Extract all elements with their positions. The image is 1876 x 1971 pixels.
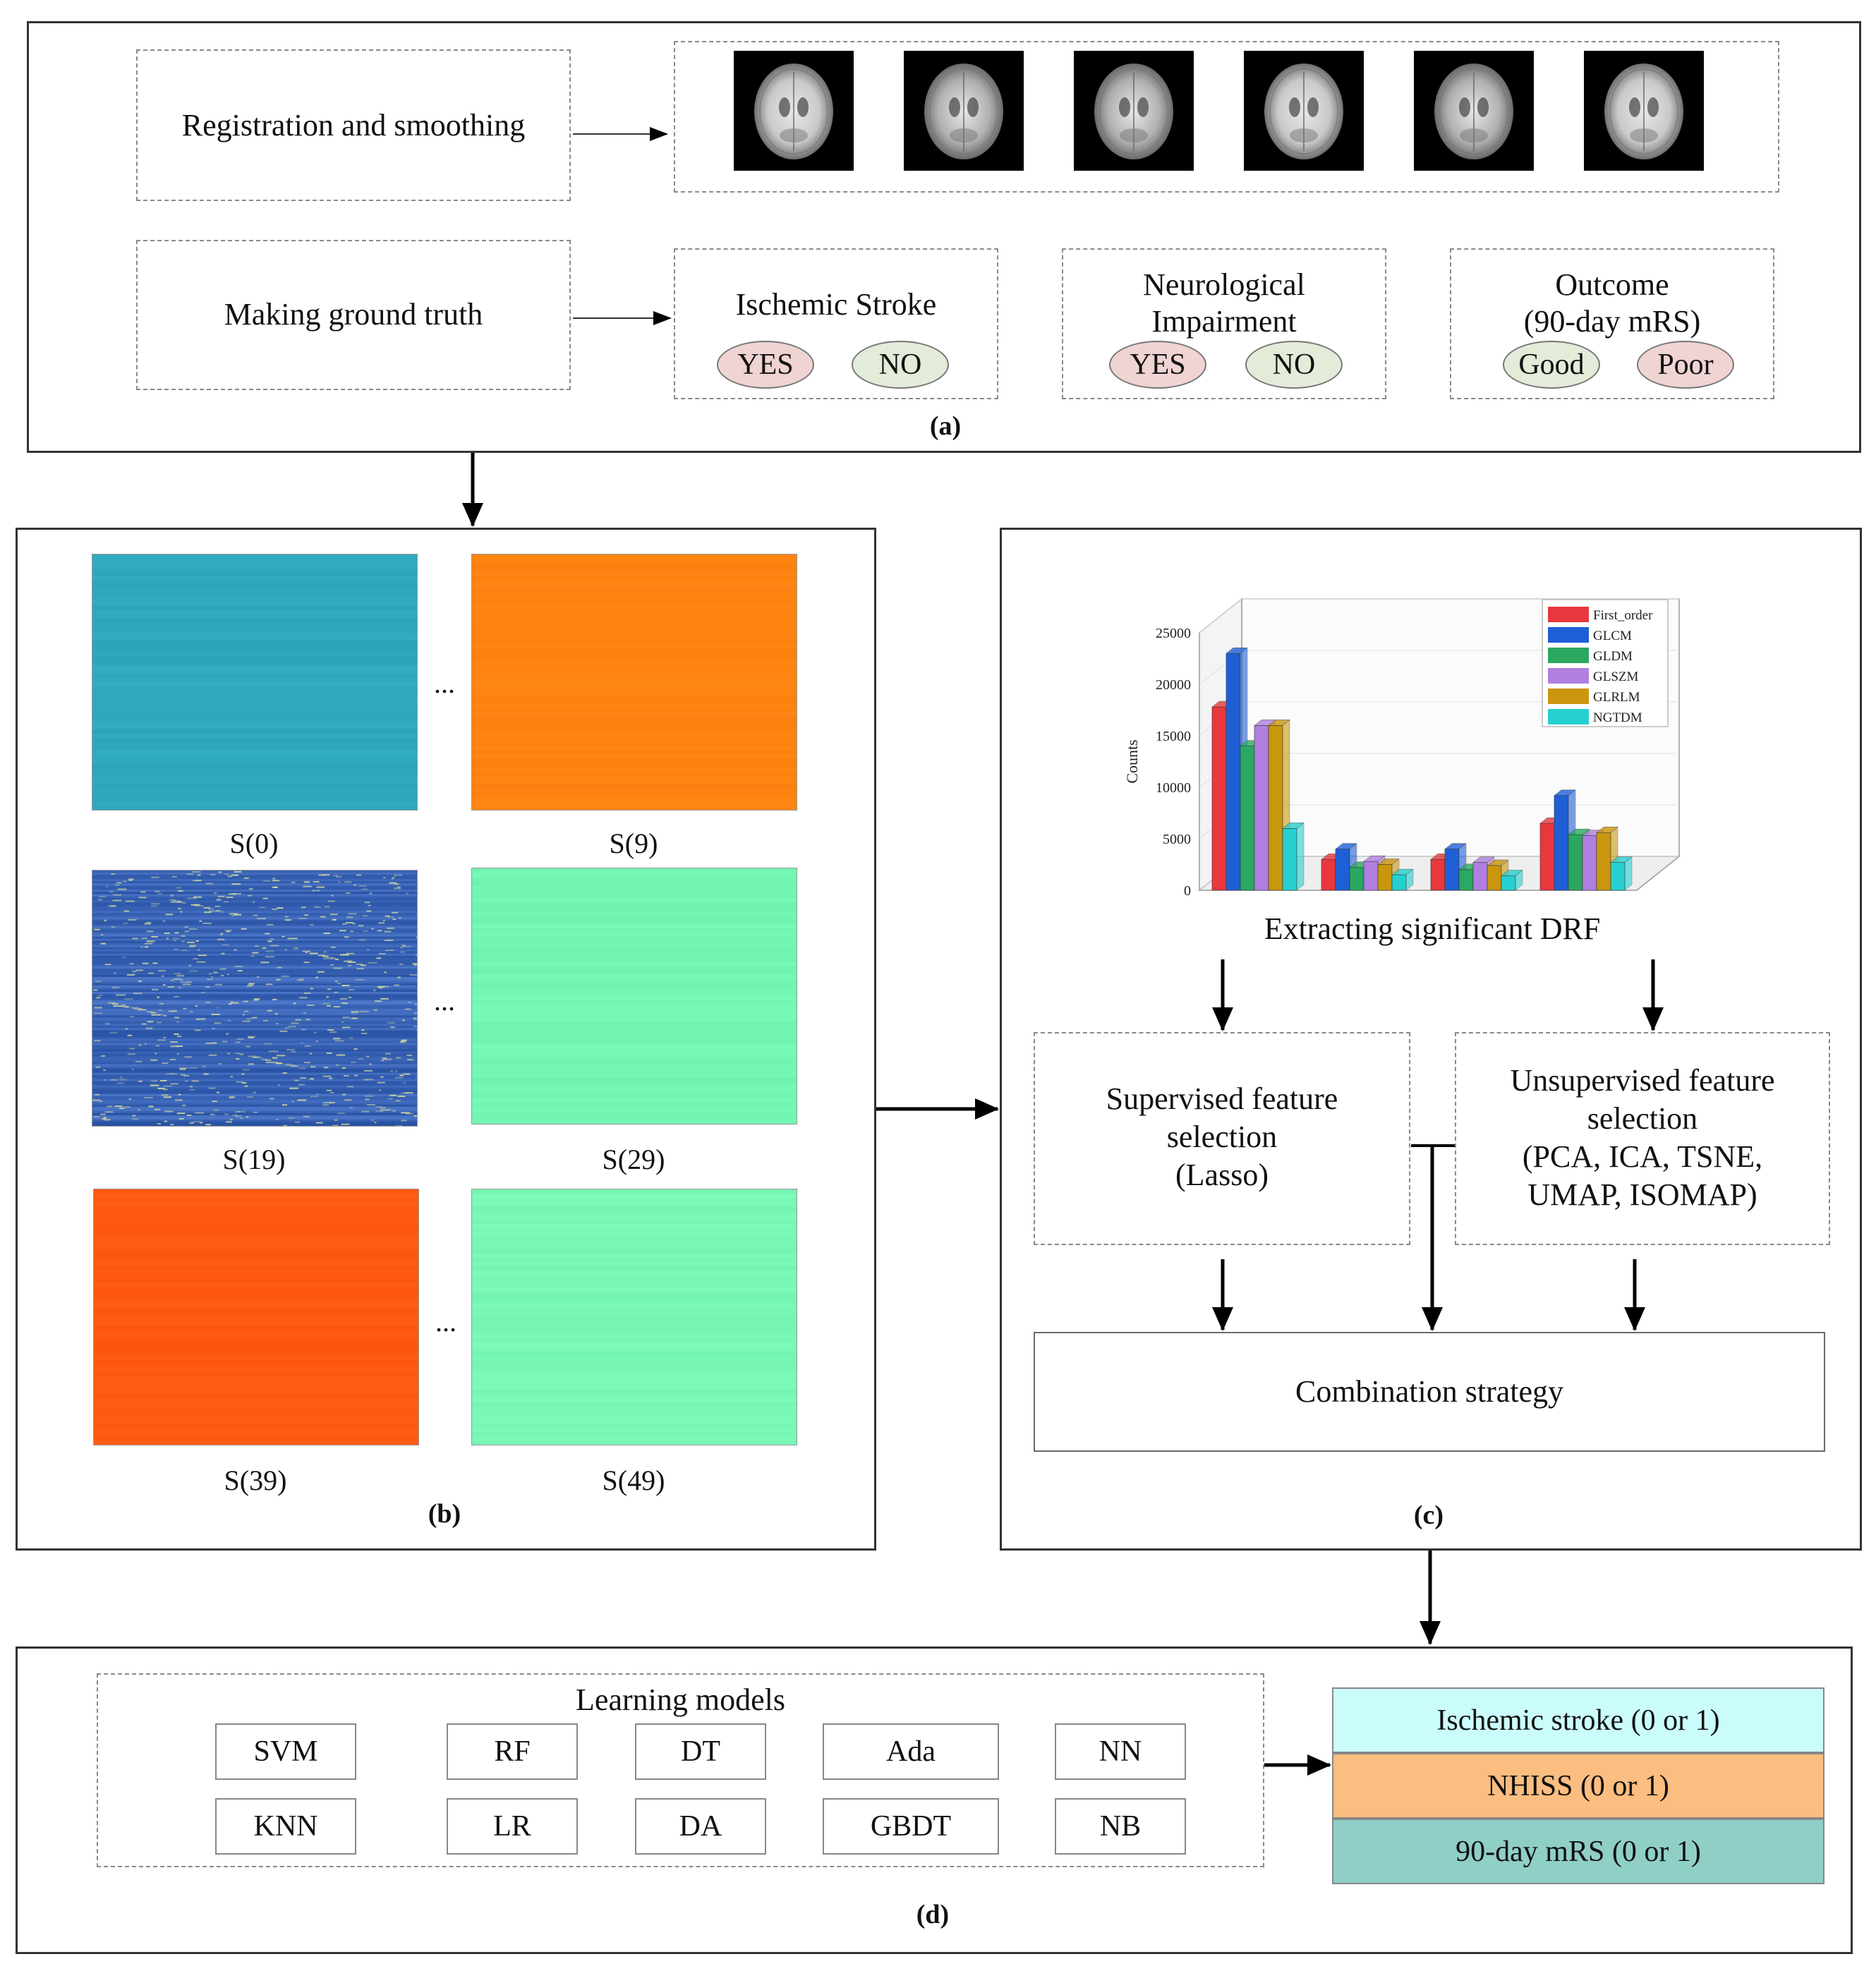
panel-d-label: (d): [916, 1900, 950, 1929]
heatmap-label-s49: S(49): [602, 1464, 665, 1496]
unsupervised-line-2: selection: [1587, 1101, 1698, 1136]
neurological-title-2: Impairment: [1151, 304, 1297, 339]
model-gbdt: GBDT: [823, 1798, 999, 1855]
ground-truth-box: Making ground truth: [136, 240, 571, 390]
neurological-box: Neurological Impairment: [1062, 248, 1386, 399]
model-nb: NB: [1055, 1798, 1186, 1855]
model-da: DA: [635, 1798, 766, 1855]
ellipsis-row2: ...: [434, 985, 455, 1017]
outcome-poor-badge: Poor: [1637, 341, 1734, 389]
panel-c-label: (c): [1413, 1500, 1444, 1530]
extract-drf-label: Extracting significant DRF: [1264, 911, 1601, 946]
learning-models-box: Learning models: [97, 1673, 1264, 1867]
neuro-yes-badge: YES: [1109, 341, 1206, 389]
mri-strip-box: [674, 41, 1779, 193]
output-row: NHISS (0 or 1): [1332, 1753, 1824, 1819]
supervised-box: Supervised feature selection (Lasso): [1034, 1032, 1410, 1245]
registration-box: Registration and smoothing: [136, 49, 571, 201]
model-rf: RF: [447, 1723, 578, 1780]
heatmap-label-s29: S(29): [602, 1144, 665, 1175]
supervised-line-2: selection: [1166, 1120, 1278, 1154]
unsupervised-line-1: Unsupervised feature: [1510, 1063, 1775, 1098]
mri-slice-thumbnail: [734, 51, 854, 171]
heatmap-s29: [471, 868, 797, 1124]
model-nn: NN: [1055, 1723, 1186, 1780]
panel-b-label: (b): [428, 1499, 461, 1529]
heatmap-s39: [93, 1189, 419, 1445]
heatmap-label-s19: S(19): [222, 1144, 286, 1175]
outcome-title-2: (90-day mRS): [1523, 304, 1701, 339]
ellipsis-row3: ...: [435, 1306, 456, 1338]
model-lr: LR: [447, 1798, 578, 1855]
heatmap-s19: [92, 870, 423, 1127]
output-row: Ischemic stroke (0 or 1): [1332, 1687, 1824, 1753]
supervised-line-3: (Lasso): [1175, 1158, 1269, 1192]
model-svm: SVM: [215, 1723, 356, 1780]
ischemic-no-badge: NO: [852, 341, 949, 389]
ellipsis-row1: ...: [434, 667, 455, 699]
model-knn: KNN: [215, 1798, 356, 1855]
unsupervised-line-4: UMAP, ISOMAP): [1527, 1177, 1757, 1212]
heatmap-s9: [471, 554, 797, 811]
combination-strategy-label: Combination strategy: [1295, 1374, 1564, 1409]
outcome-box: Outcome (90-day mRS): [1450, 248, 1774, 399]
unsupervised-line-3: (PCA, ICA, TSNE,: [1522, 1139, 1763, 1174]
outcome-title-1: Outcome: [1555, 267, 1669, 302]
mri-slice-thumbnail: [1414, 51, 1534, 171]
output-row: 90-day mRS (0 or 1): [1332, 1819, 1824, 1884]
ischemic-stroke-title: Ischemic Stroke: [735, 287, 937, 322]
supervised-line-1: Supervised feature: [1106, 1081, 1338, 1116]
neurological-title-1: Neurological: [1143, 267, 1305, 302]
mri-slice-thumbnail: [1584, 51, 1704, 171]
mri-slice-thumbnail: [1074, 51, 1194, 171]
heatmap-label-s39: S(39): [224, 1464, 287, 1496]
learning-models-title: Learning models: [576, 1682, 785, 1717]
unsupervised-box: Unsupervised feature selection (PCA, ICA…: [1455, 1032, 1830, 1245]
mri-slice-thumbnail: [904, 51, 1024, 171]
heatmap-s49: [471, 1189, 797, 1445]
ground-truth-label: Making ground truth: [224, 297, 483, 332]
model-dt: DT: [635, 1723, 766, 1780]
heatmap-label-s9: S(9): [609, 827, 658, 859]
neuro-no-badge: NO: [1245, 341, 1343, 389]
model-ada: Ada: [823, 1723, 999, 1780]
outcome-good-badge: Good: [1503, 341, 1600, 389]
ischemic-stroke-box: Ischemic Stroke: [674, 248, 998, 399]
heatmap-s0: [92, 554, 418, 811]
ischemic-yes-badge: YES: [717, 341, 814, 389]
heatmap-label-s0: S(0): [229, 827, 279, 859]
registration-label: Registration and smoothing: [181, 108, 526, 142]
panel-a-label: (a): [929, 411, 962, 441]
combination-strategy-box: Combination strategy: [1034, 1332, 1825, 1452]
mri-slice-thumbnail: [1244, 51, 1364, 171]
